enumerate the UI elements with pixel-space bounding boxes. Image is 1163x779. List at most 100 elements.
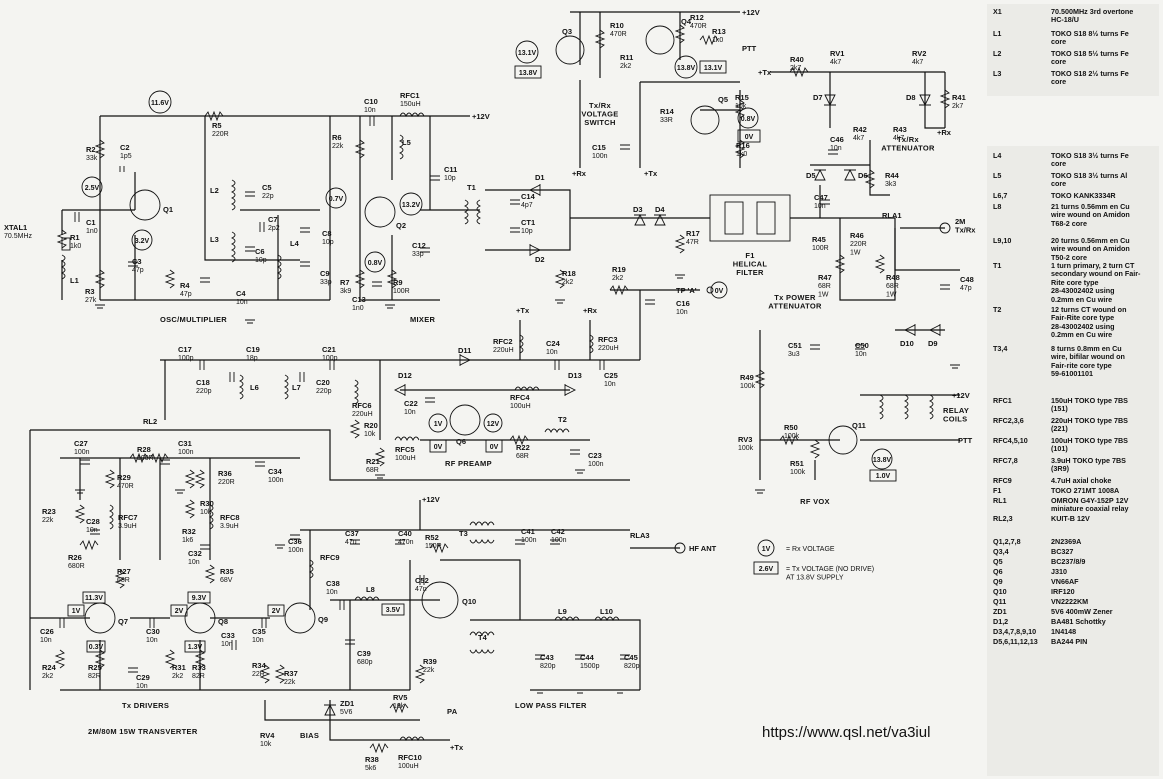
voltage-reading: 12V	[487, 421, 500, 428]
component-value-c37: 47u	[345, 539, 357, 546]
part-description: 100uH TOKO type 7BS (101)	[1051, 436, 1128, 454]
component-ref-c15: C15	[592, 143, 606, 152]
component-ref-r4: R4	[180, 281, 190, 290]
component-ref-c14: C14	[521, 192, 536, 201]
component-value-c6: 10p	[255, 257, 267, 264]
component-value-r32: 1k6	[182, 537, 193, 544]
voltage-reading: 3.2V	[135, 238, 150, 245]
component-ref-q1: Q1	[163, 205, 173, 214]
connector-2m-tx-rx: Tx/Rx	[955, 226, 976, 235]
component-value-rfc8: 3.9uH	[220, 523, 239, 530]
component-value-c47: 10n	[814, 203, 826, 210]
component-ref-t3: T3	[459, 529, 468, 538]
part-ref: D3,4,7,8,9,10	[993, 627, 1037, 636]
component-value-r50: 100k	[784, 433, 800, 440]
component-value-c1: 1n0	[86, 228, 98, 235]
parts-list-panel-bottom	[987, 146, 1159, 776]
rail-plus12-pa: +12V	[422, 495, 440, 504]
component-ref-d5: D5	[806, 171, 816, 180]
component-ref-c52: C52	[415, 576, 429, 585]
component-ref-r51: R51	[790, 459, 804, 468]
component-value-c13: 1n0	[352, 305, 364, 312]
part-description: TOKO S18 3½ turns Fe core	[1051, 151, 1129, 169]
component-ref-d8: D8	[906, 93, 916, 102]
component-ref-r1: R1	[70, 233, 80, 242]
component-ref-q11: Q11	[852, 421, 866, 430]
part-description: BA481 Schottky	[1051, 617, 1106, 626]
voltage-reading: 2.5V	[85, 185, 100, 192]
component-ref-d12: D12	[398, 371, 412, 380]
part-description: 5V6 400mW Zener	[1051, 607, 1113, 616]
component-ref-q9: Q9	[318, 615, 328, 624]
legend-tx-symbol: 2.6V	[759, 566, 774, 573]
part-description: 3.9uH TOKO type 7BS (3R9)	[1051, 456, 1126, 474]
section-relay-coils: RELAY	[943, 406, 969, 415]
component-ref-r48: R48	[886, 273, 900, 282]
component-ref-r7: R7	[340, 278, 350, 287]
component-value-r20: 10k	[364, 431, 376, 438]
section-low-pass-filter: LOW PASS FILTER	[515, 701, 587, 710]
component-ref-c22: C22	[404, 399, 418, 408]
part-description: TOKO S18 3½ turns Al core	[1051, 171, 1128, 189]
part-ref: RL1	[993, 496, 1007, 505]
voltage-reading: 0V	[490, 444, 499, 451]
part-ref: L9,10	[993, 236, 1012, 245]
component-ref-r28: R28	[137, 445, 151, 454]
component-value-xtal1: 70.5MHz	[4, 233, 33, 240]
component-value-c18: 220p	[196, 388, 212, 395]
voltage-badges	[67, 40, 897, 653]
part-ref: RFC2,3,6	[993, 416, 1024, 425]
component-value-r48: 68R	[886, 283, 899, 290]
section-osc-multiplier: OSC/MULTIPLIER	[160, 315, 227, 324]
component-ref-rfc7: RFC7	[118, 513, 138, 522]
rail-plus-tx-bias: +Tx	[450, 743, 464, 752]
part-ref: RFC9	[993, 476, 1012, 485]
part-ref: D1,2	[993, 617, 1009, 626]
component-ref-r36: R36	[218, 469, 232, 478]
section-voltage-switch: Tx/Rx	[589, 101, 611, 110]
component-value-c38: 10n	[326, 589, 338, 596]
component-ref-c38: C38	[326, 579, 340, 588]
component-ref-c43: C43	[540, 653, 554, 662]
component-ref-c42: C42	[551, 527, 565, 536]
part-description: 220uH TOKO type 7BS (221)	[1051, 416, 1128, 434]
voltage-reading: 0.3V	[89, 644, 104, 651]
component-ref-r10: R10	[610, 21, 624, 30]
component-value-r23: 22k	[42, 517, 54, 524]
grounds	[75, 274, 960, 694]
component-ref-c37: C37	[345, 529, 359, 538]
component-value-c15: 100n	[592, 153, 608, 160]
credit-url[interactable]: https://www.qsl.net/va3iul	[762, 724, 931, 741]
component-ref-c41: C41	[521, 527, 535, 536]
component-value-c22: 10n	[404, 409, 416, 416]
component-ref-r34: R34	[252, 661, 267, 670]
component-ref-c39: C39	[357, 649, 371, 658]
component-value-rv1: 4k7	[830, 59, 841, 66]
component-value-rv5: 10k	[393, 703, 405, 710]
component-ref-r45: R45	[812, 235, 826, 244]
component-value-c48: 47p	[960, 285, 972, 292]
component-value-rfc6: 220uH	[352, 411, 373, 418]
component-value-c4: 10n	[236, 299, 248, 306]
component-ref-r35: R35	[220, 567, 234, 576]
component-value-c42: 100n	[551, 537, 567, 544]
component-ref-c33: C33	[221, 631, 235, 640]
component-ref-c44: C44	[580, 653, 595, 662]
component-value-r39: 22k	[423, 667, 435, 674]
component-value-c14: 4p7	[521, 202, 533, 209]
part-ref: RFC7,8	[993, 456, 1018, 465]
component-ref-c51: C51	[788, 341, 802, 350]
component-value-r25: 82R	[88, 673, 101, 680]
component-value-c12: 33p	[412, 251, 424, 258]
component-ref-d13: D13	[568, 371, 582, 380]
component-value-r47: 68R	[818, 283, 831, 290]
component-value-rfc7: 3.9uH	[118, 523, 137, 530]
resistors	[54, 24, 951, 754]
legend-symbols	[753, 539, 779, 575]
part-ref: RL2,3	[993, 514, 1013, 523]
legend-rx-symbol: 1V	[762, 546, 771, 553]
